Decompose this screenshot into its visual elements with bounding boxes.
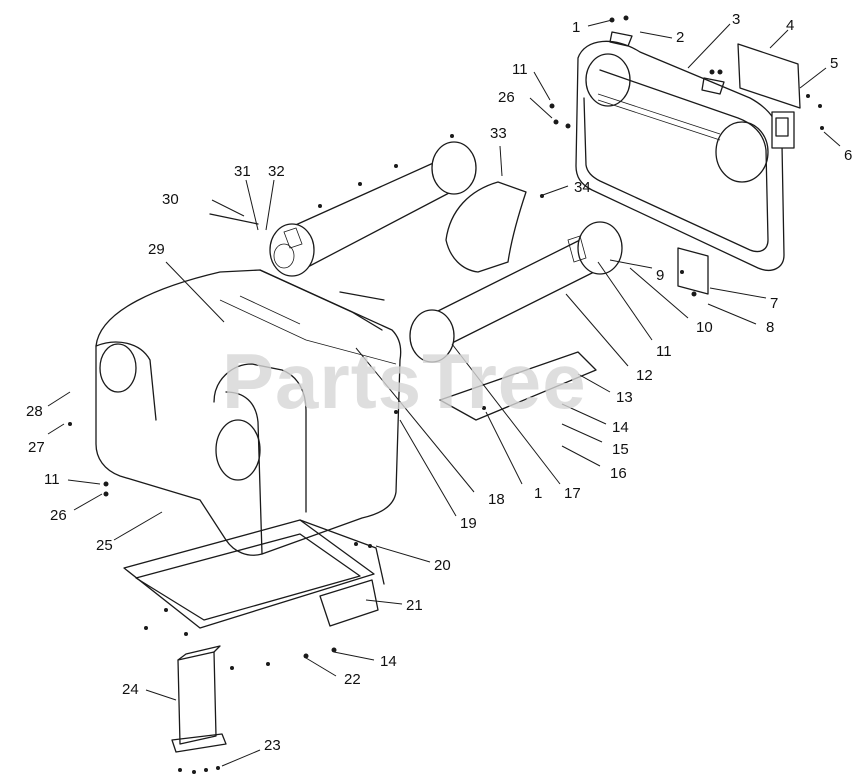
callout-9: 9: [656, 267, 665, 284]
callout-14-upper: 14: [612, 419, 629, 436]
lower-muffler: [409, 221, 623, 363]
hinge-bracket-2: [701, 77, 725, 95]
callout-1: 1: [572, 19, 581, 36]
callout-19: 19: [460, 515, 477, 532]
callout-27: 27: [28, 439, 45, 456]
callout-30: 30: [162, 191, 179, 208]
leader-lines: [47, 19, 841, 767]
callout-26-rear: 26: [498, 89, 515, 106]
heat-shield-plate: [439, 351, 597, 421]
callout-11-front: 11: [44, 471, 60, 488]
base-frame: [123, 519, 385, 629]
callout-11-side: 11: [656, 343, 672, 360]
callout-12: 12: [636, 367, 653, 384]
callout-8: 8: [766, 319, 775, 336]
decal: [737, 43, 801, 109]
hardware: [68, 15, 824, 774]
callout-20: 20: [434, 557, 451, 574]
callout-26-front: 26: [50, 507, 67, 524]
callout-33: 33: [490, 125, 507, 142]
callout-21: 21: [406, 597, 423, 614]
callout-2: 2: [676, 29, 685, 46]
callout-3: 3: [732, 11, 741, 28]
callout-10: 10: [696, 319, 713, 336]
upper-shroud: [445, 181, 527, 273]
main-hood: [95, 269, 402, 556]
callout-6: 6: [844, 147, 853, 164]
callout-22: 22: [344, 671, 361, 688]
callout-32: 32: [268, 163, 285, 180]
callout-23: 23: [264, 737, 281, 754]
callout-4: 4: [786, 17, 795, 34]
callout-34: 34: [574, 179, 591, 196]
rear-panel: [575, 40, 785, 271]
upper-muffler: [269, 141, 477, 277]
callout-31: 31: [234, 163, 251, 180]
callout-25: 25: [96, 537, 113, 554]
callout-1-lower: 1: [534, 485, 543, 502]
pedestal: [171, 645, 227, 753]
callout-29: 29: [148, 241, 165, 258]
callout-24: 24: [122, 681, 139, 698]
callout-14-lower: 14: [380, 653, 397, 670]
callout-28: 28: [26, 403, 43, 420]
hinge-bracket: [609, 31, 633, 47]
callout-13: 13: [616, 389, 633, 406]
side-plate: [677, 247, 709, 295]
callout-18: 18: [488, 491, 505, 508]
callout-11-rear: 11: [512, 61, 528, 78]
callout-16: 16: [610, 465, 627, 482]
callout-15: 15: [612, 441, 629, 458]
callout-17: 17: [564, 485, 581, 502]
watermark-text: PartsTree: [222, 337, 587, 425]
callout-7: 7: [770, 295, 779, 312]
switch-assembly: [771, 111, 795, 149]
callout-5: 5: [830, 55, 839, 72]
